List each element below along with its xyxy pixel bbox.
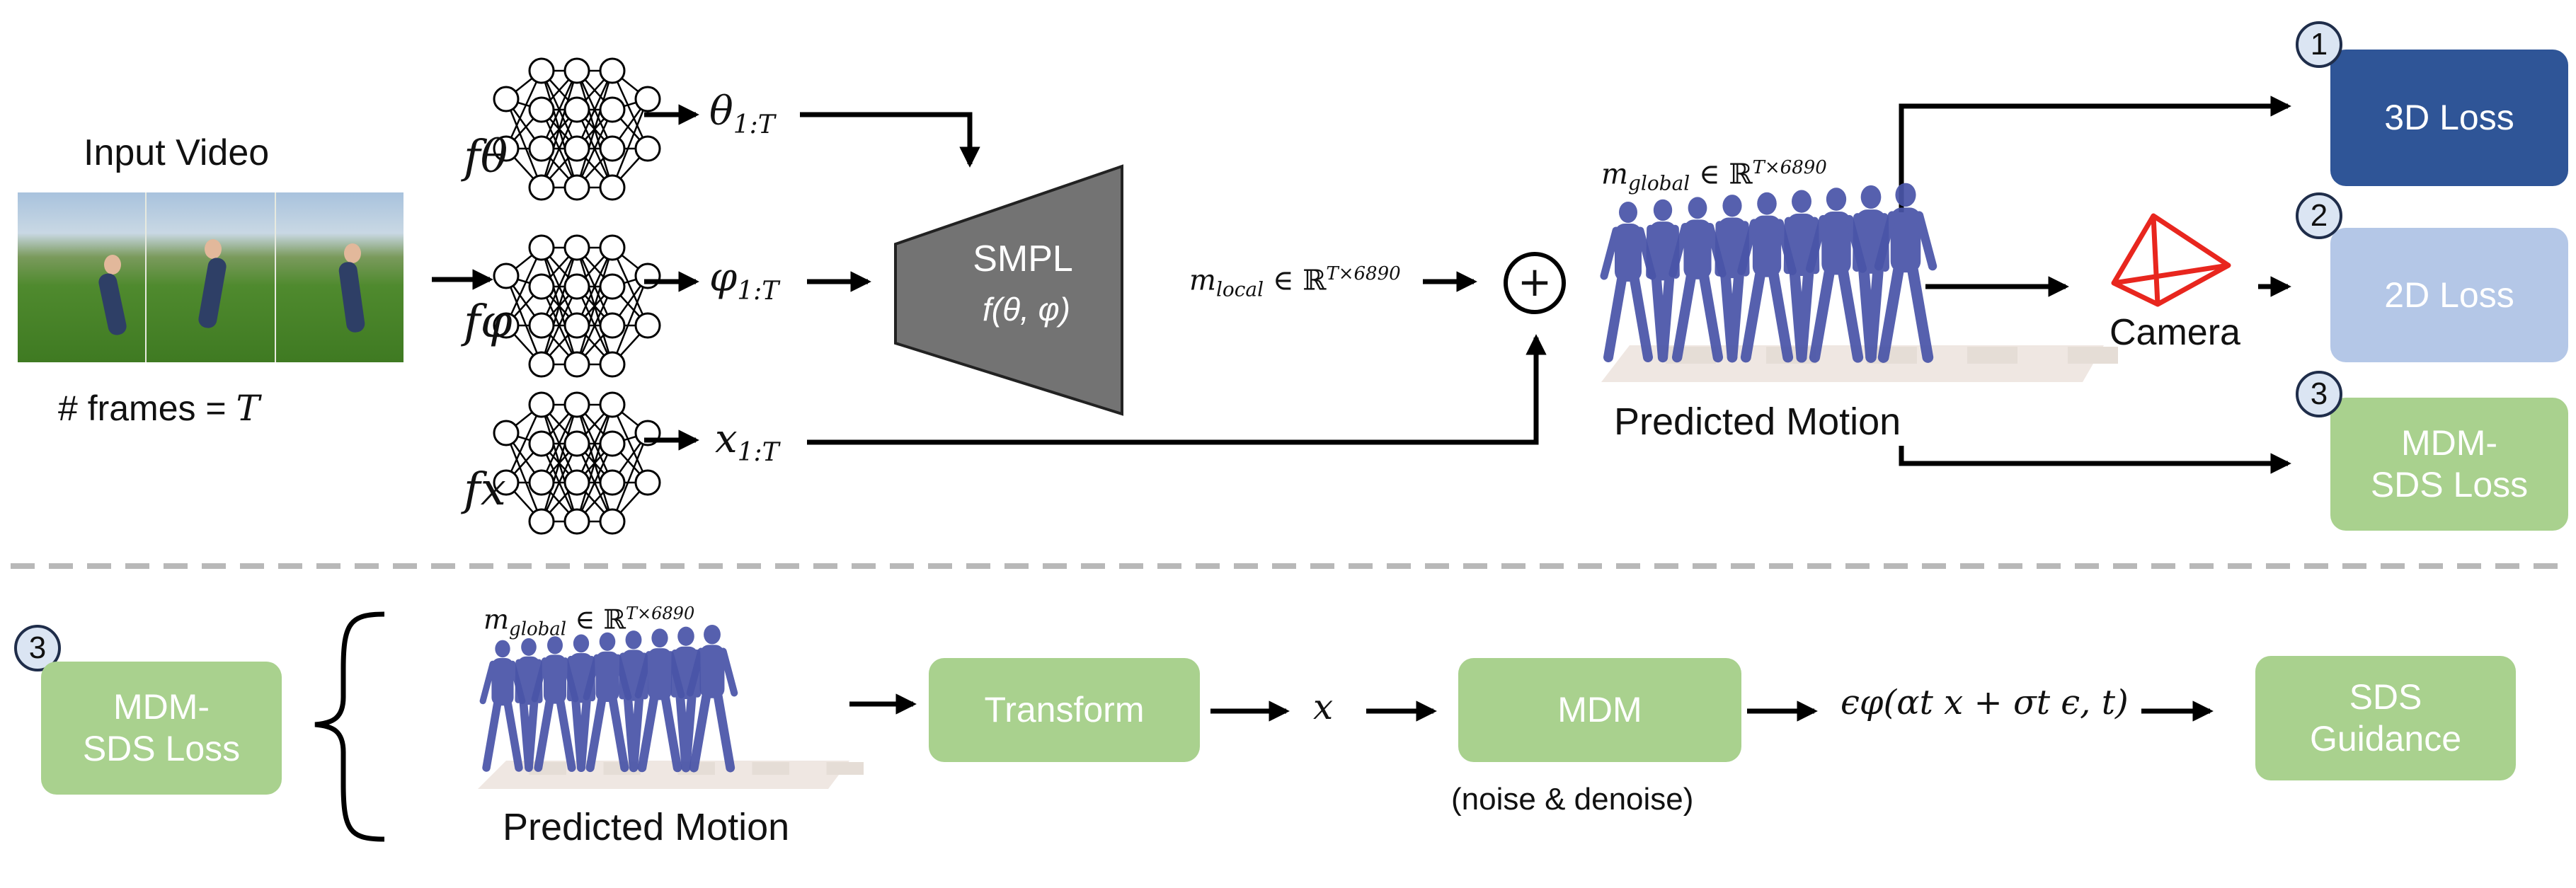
- f-theta-label: fθ: [464, 131, 508, 183]
- badge-1: 1: [2296, 21, 2342, 68]
- transform-box: Transform: [929, 658, 1200, 762]
- m-global-label-top: mglobal ∈ ℝT×6890: [1601, 157, 1827, 195]
- x-output-label: x1:T: [715, 416, 779, 468]
- sum-node: [1504, 252, 1566, 314]
- frames-caption: # frames = T: [58, 388, 260, 429]
- badge-2: 2: [2296, 192, 2342, 239]
- predicted-motion-label-bottom: Predicted Motion: [503, 806, 790, 848]
- loss-3d-box: 3D Loss: [2330, 50, 2568, 186]
- curly-brace: [314, 611, 385, 842]
- sum-symbol: +: [1517, 258, 1552, 306]
- m-global-label-bottom: mglobal ∈ ℝT×6890: [483, 604, 695, 640]
- arrow-motion-to-mdm-loss: [1899, 446, 2291, 474]
- mdm-box: MDM: [1458, 658, 1741, 762]
- m-local-label: mlocal ∈ ℝT×6890: [1189, 263, 1401, 301]
- input-video-frames: [18, 192, 403, 362]
- video-frame-2: [145, 192, 275, 362]
- predicted-motion-label-top: Predicted Motion: [1614, 400, 1901, 443]
- theta-output-label: θ1:T: [709, 88, 775, 140]
- loss-mdm-sds-box: MDM-SDS Loss: [2330, 398, 2568, 531]
- arrow-x-to-plus: [807, 334, 1547, 445]
- video-frame-3: [274, 192, 403, 362]
- mdm-caption: (noise & denoise): [1451, 782, 1694, 817]
- epsilon-expression: ϵφ(αt x + σt ϵ, t): [1841, 683, 2129, 722]
- smpl-block: [894, 164, 1123, 416]
- smpl-formula: f(θ, φ): [983, 291, 1070, 328]
- camera-label: Camera: [2110, 312, 2240, 353]
- arrow-motion-to-3d-loss: [1899, 96, 2291, 212]
- predicted-motion-figures-top: [1600, 183, 1937, 363]
- f-x-label: fx: [464, 463, 506, 516]
- bottom-mdm-sds-loss-box: MDM-SDS Loss: [41, 662, 282, 795]
- network-theta-icon: [493, 57, 661, 201]
- smpl-title: SMPL: [973, 238, 1073, 279]
- arrow-theta-to-smpl: [800, 112, 980, 168]
- x-symbol: x: [1313, 686, 1334, 727]
- input-video-title: Input Video: [84, 132, 270, 173]
- predicted-motion-figures-bottom: [479, 624, 738, 773]
- f-phi-label: fφ: [464, 296, 513, 348]
- video-frame-1: [18, 192, 146, 362]
- camera-icon: [2111, 213, 2231, 307]
- network-phi-icon: [493, 234, 661, 378]
- loss-2d-box: 2D Loss: [2330, 228, 2568, 362]
- network-x-icon: [493, 391, 661, 535]
- badge-3: 3: [2296, 371, 2342, 417]
- phi-output-label: φ1:T: [709, 255, 779, 306]
